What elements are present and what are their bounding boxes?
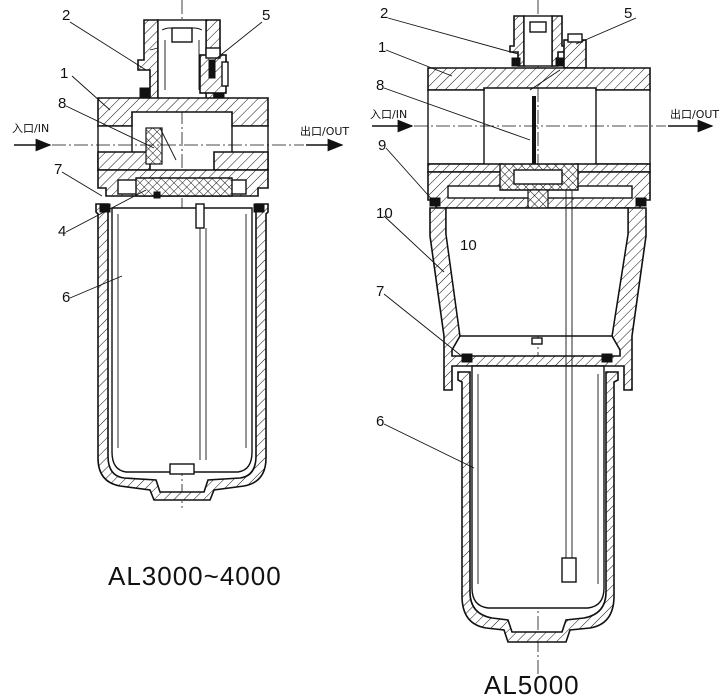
small-callout-1: 1: [60, 65, 68, 82]
small-bowl: [95, 203, 269, 501]
large-guard: [429, 207, 647, 391]
small-inlet-label: 入口/IN: [12, 122, 49, 135]
small-outlet-label: 出口/OUT: [300, 124, 349, 138]
small-fill-plug: [199, 47, 229, 94]
large-inner-label-10: 10: [460, 237, 477, 254]
small-callout-5: 5: [262, 7, 270, 24]
large-callout-6: 6: [376, 413, 384, 430]
large-lubricator: 入口/IN 出口/OUT 2 5 1 8 9 10 7 6 10 AL5000: [370, 0, 719, 700]
large-callout-8: 8: [376, 77, 384, 94]
small-callout-6: 6: [62, 289, 70, 306]
large-model-title: AL5000: [484, 670, 580, 700]
large-callout-7: 7: [376, 283, 384, 300]
large-body: [427, 67, 651, 215]
large-callout-10: 10: [376, 205, 393, 222]
small-body: [97, 97, 269, 199]
large-sight-dome: [509, 15, 567, 67]
large-outlet-label: 出口/OUT: [670, 107, 719, 121]
large-fill-plug: [563, 33, 587, 69]
small-lubricator: 入口/IN 出口/OUT 2 5 1 8 7 4 6 AL3000~4000: [12, 0, 349, 591]
large-callout-2: 2: [380, 5, 388, 22]
small-callout-2: 2: [62, 7, 70, 24]
large-callout-1: 1: [378, 39, 386, 56]
large-inner-bowl: [457, 190, 619, 643]
large-inlet-label: 入口/IN: [370, 108, 407, 121]
small-callout-4: 4: [58, 223, 66, 240]
small-model-title: AL3000~4000: [108, 561, 282, 591]
small-callout-7: 7: [54, 161, 62, 178]
large-callout-9: 9: [378, 137, 386, 154]
large-callout-5: 5: [624, 5, 632, 22]
small-callout-8: 8: [58, 95, 66, 112]
